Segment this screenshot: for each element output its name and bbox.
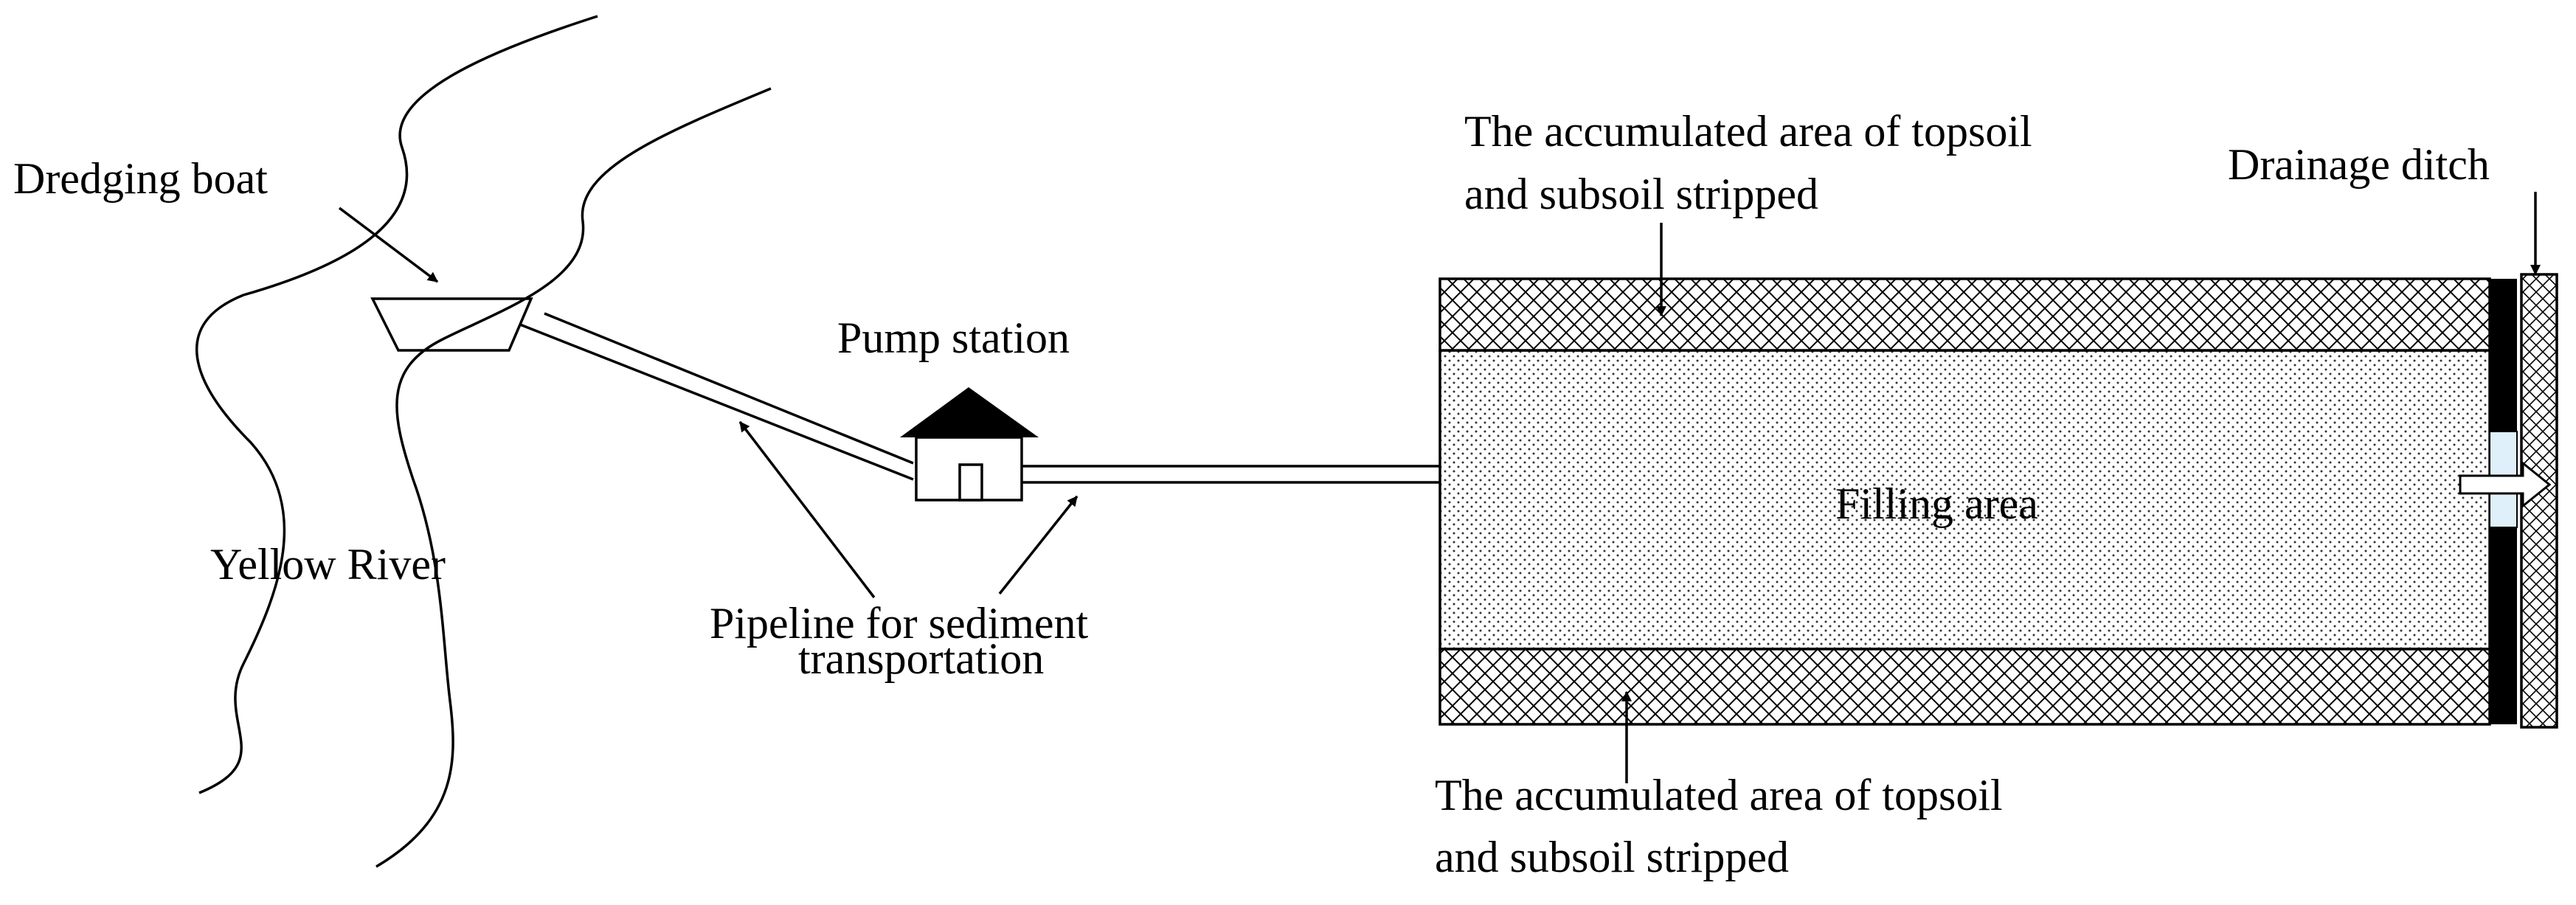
yellow-river-label: Yellow River (210, 540, 446, 589)
accumulated-area-bottom (1438, 648, 2491, 726)
accumulated-top-label-line1: The accumulated area of topsoil (1464, 107, 2032, 156)
accumulated-bottom-label-line1: The accumulated area of topsoil (1435, 771, 2003, 819)
pipeline-segment-2 (1022, 465, 1440, 484)
pipeline-segment-1 (519, 312, 914, 481)
dredging-boat-shape (370, 297, 533, 352)
pipeline-label-line2: transportation (798, 634, 1044, 683)
river-bank-right (375, 87, 772, 868)
accumulated-top-label-line2: and subsoil stripped (1464, 170, 1818, 218)
dredging-boat-pointer (338, 207, 439, 283)
pump-station-label: Pump station (837, 313, 1070, 362)
drainage-ditch-label: Drainage ditch (2228, 140, 2490, 189)
filling-area-label: Filling area (1835, 479, 2038, 528)
pipeline-pointer-2 (998, 495, 1078, 595)
outflow-arrow-icon (2459, 460, 2552, 509)
pump-station-icon (900, 387, 1039, 502)
pipeline-pointer-1 (738, 420, 876, 599)
river-bank-left (195, 15, 598, 794)
accumulated-area-top (1438, 277, 2491, 352)
dredging-boat-label: Dredging boat (13, 154, 268, 203)
pipeline-label-line1: Pipeline for sediment (710, 599, 1089, 648)
accumulated-bottom-label-line2: and subsoil stripped (1435, 833, 1789, 881)
